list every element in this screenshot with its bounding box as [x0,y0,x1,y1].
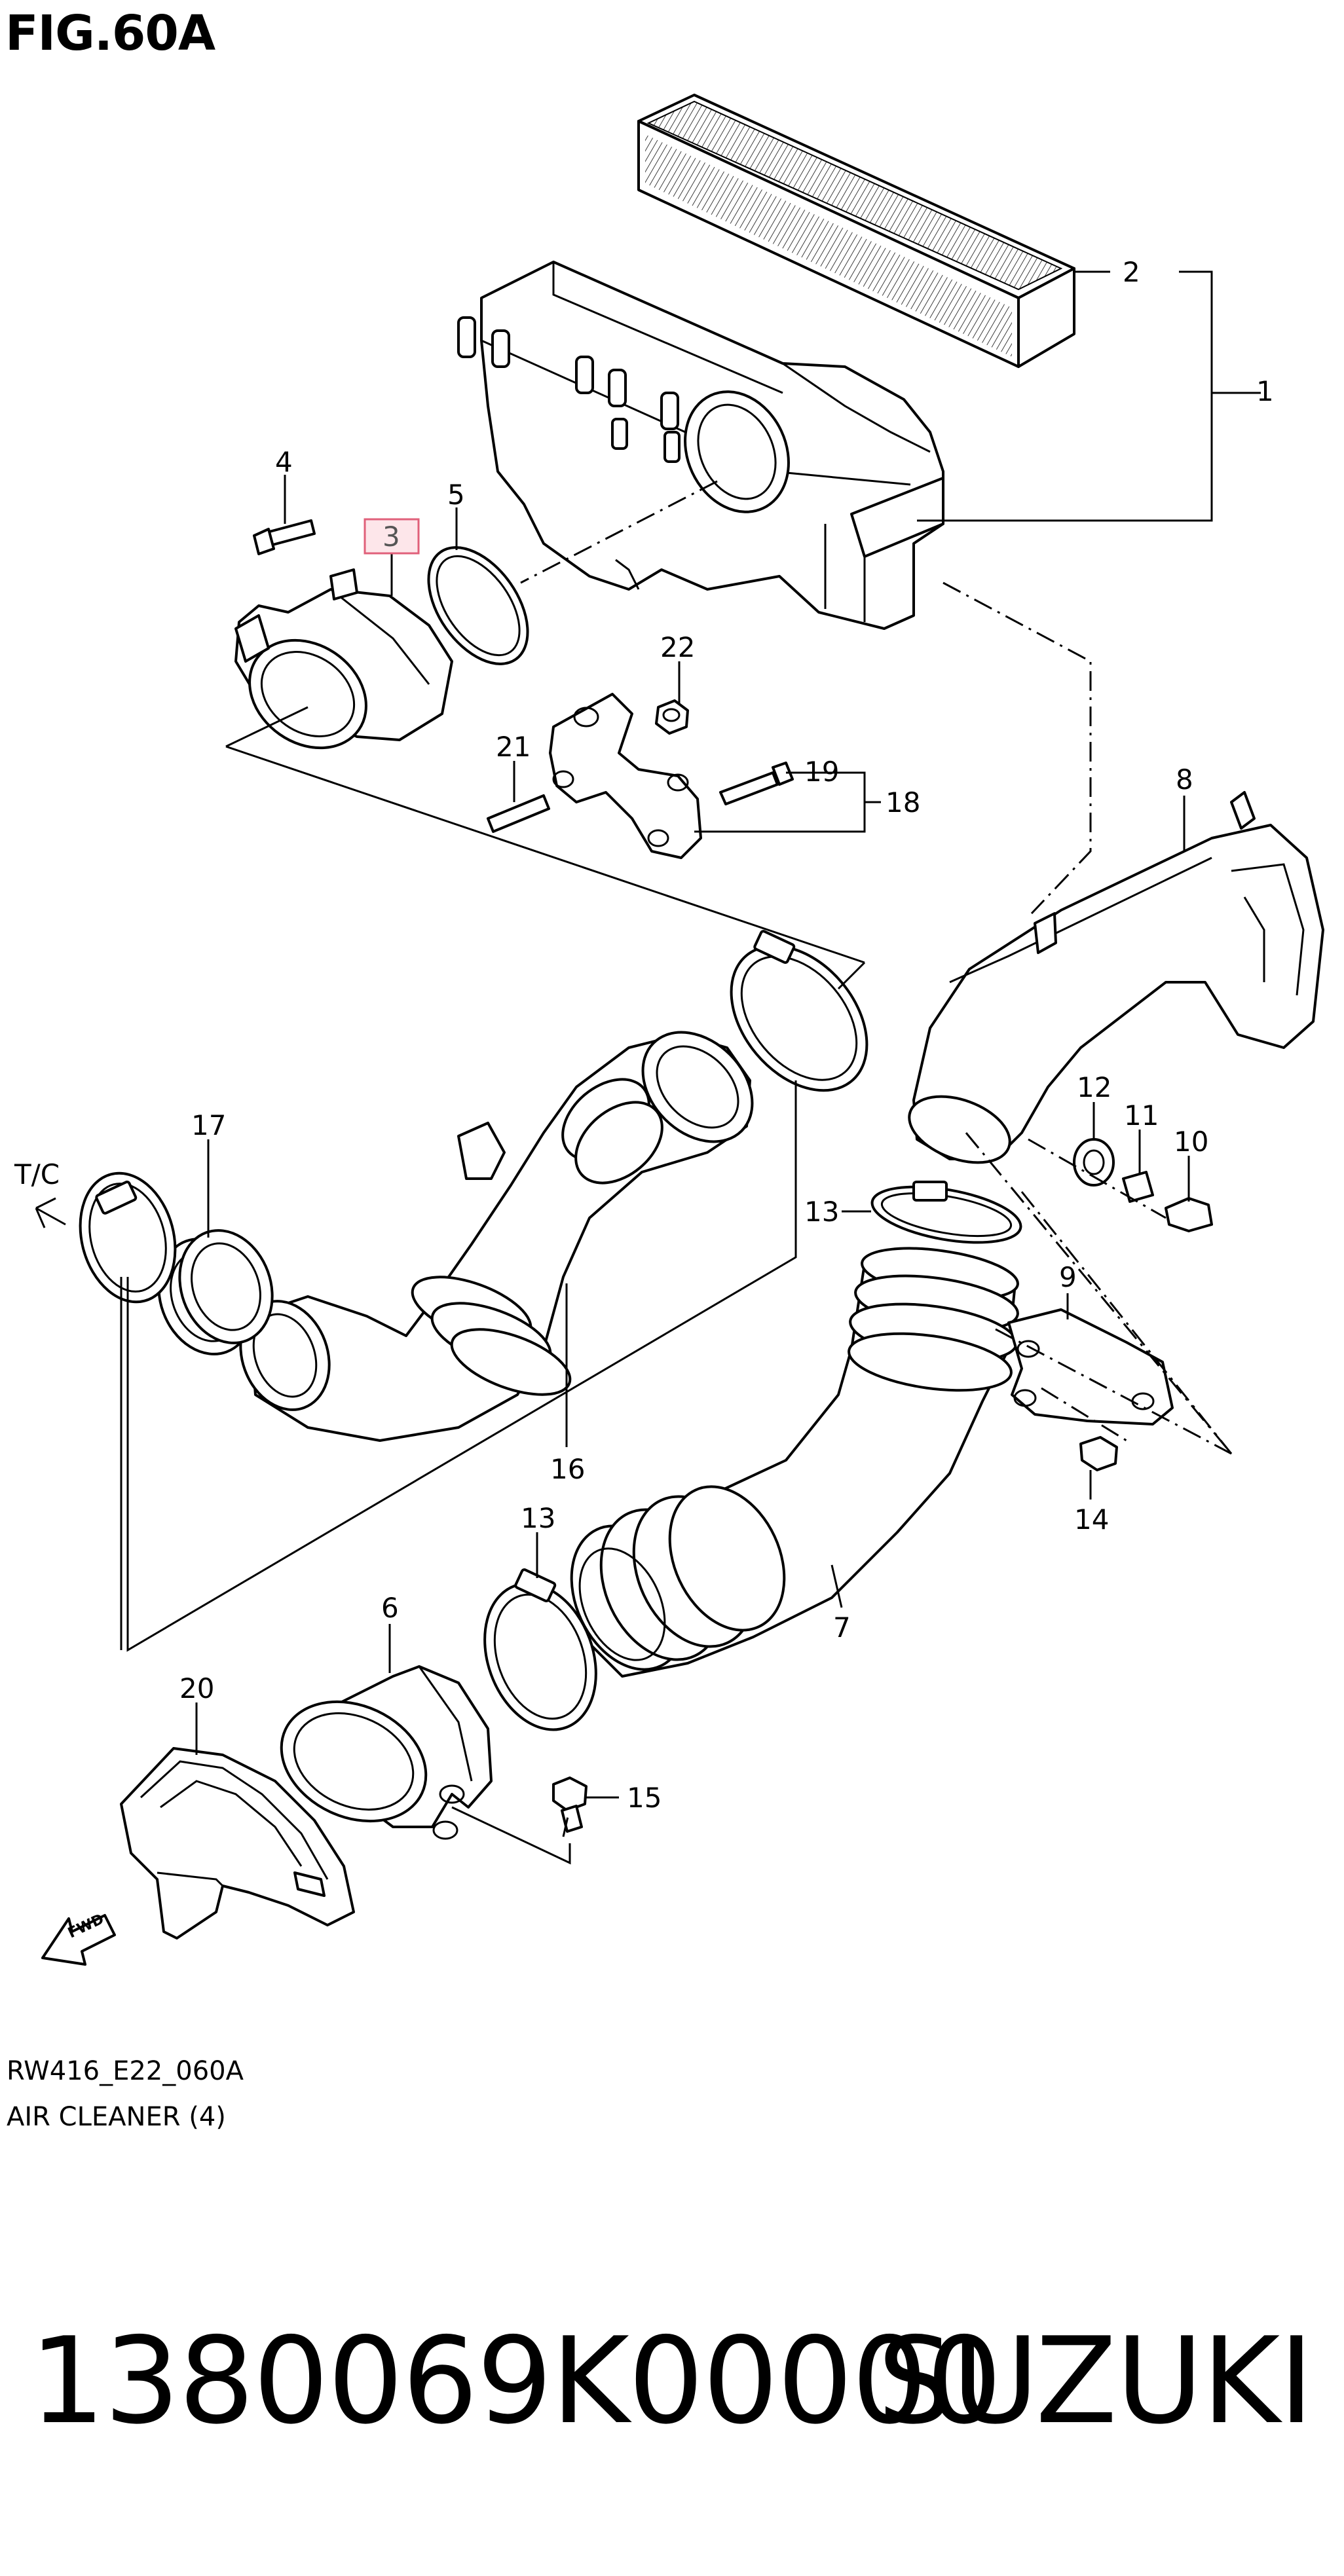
hose-clamp-16-top [730,930,868,1092]
screw-4 [253,519,316,555]
label-part-7: 7 [833,1611,851,1644]
label-part-21: 21 [496,731,531,763]
exploded-parts-diagram: FWD [14,94,1324,1966]
label-part-6: 6 [381,1592,399,1624]
figure-code: RW416_E22_060A [7,2056,244,2086]
label-part-15: 15 [627,1782,662,1814]
collar-11 [1122,1171,1154,1203]
label-part-4: 4 [275,446,293,478]
label-part-10: 10 [1174,1126,1208,1158]
figure-caption: AIR CLEANER (4) [7,2102,226,2132]
part-number: 1380069K00000 [29,2311,1002,2450]
label-part-13-lower: 13 [521,1502,555,1534]
figure-title: FIG.60A [5,5,215,62]
tc-arrow-icon [35,1197,66,1228]
label-part-12: 12 [1077,1071,1111,1103]
grommet-12 [1073,1138,1115,1187]
part-3-highlight-box [364,518,420,555]
label-part-22: 22 [660,631,695,663]
intake-duct [908,791,1324,1164]
elbow-duct-6 [280,1665,493,1840]
label-part-8: 8 [1176,764,1193,796]
bracket-assembly [549,693,702,859]
label-part-16: 16 [550,1453,585,1485]
label-part-11: 11 [1124,1099,1159,1132]
label-tc: T/C [14,1158,60,1190]
label-part-3: 3 [383,521,400,553]
brand-name: SUZUKI [877,2311,1314,2450]
air-cleaner-case [457,261,944,630]
hose-clamp-tc [79,1171,177,1304]
gasket-ring [427,546,529,665]
bolt-19 [719,762,794,805]
label-part-2: 2 [1123,256,1140,288]
label-part-9: 9 [1059,1261,1077,1293]
coupler-17 [157,1229,274,1355]
label-part-14: 14 [1074,1503,1109,1536]
label-part-1: 1 [1256,375,1274,407]
part-labels: 1 2 3 4 5 6 7 8 9 10 11 12 13 13 14 15 1… [14,256,1274,1814]
stud-bolt-21 [487,794,550,833]
fwd-arrow-icon: FWD [41,1911,116,1966]
bolt-15 [552,1776,588,1833]
hose-clamp-lower [483,1568,597,1731]
nut-22 [655,699,689,735]
leader-lines [120,270,1261,1865]
label-part-13-upper: 13 [804,1196,839,1228]
corrugated-hose [570,1247,1019,1678]
label-part-18: 18 [886,786,920,819]
air-guide-20 [120,1747,355,1940]
intake-hose-16 [239,1031,754,1442]
label-part-17: 17 [191,1109,226,1141]
air-filter-element [637,94,1075,368]
label-part-19: 19 [804,756,839,788]
label-part-20: 20 [179,1672,214,1704]
screw-10 [1165,1197,1213,1232]
bracket-9 [1007,1308,1174,1426]
bolt-14 [1079,1436,1118,1471]
air-flow-meter [234,568,453,750]
label-part-5: 5 [447,479,465,511]
footer-area [0,2144,1344,2576]
hose-clamp-upper [870,1181,1022,1244]
